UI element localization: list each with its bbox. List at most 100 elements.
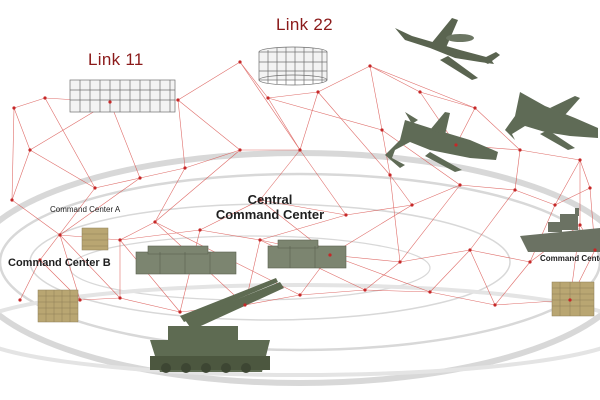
network-link: [199, 199, 261, 231]
network-node: [298, 293, 302, 297]
network-link: [474, 107, 521, 151]
network-link: [177, 99, 186, 169]
network-node: [593, 248, 597, 252]
network-link: [154, 167, 186, 223]
network-node: [238, 148, 242, 152]
network-link: [11, 149, 31, 201]
network-link: [44, 97, 96, 189]
orbit-ring-floor: [0, 283, 600, 377]
network-link: [39, 187, 96, 261]
network-nodes: [10, 60, 597, 314]
network-link: [299, 149, 347, 216]
network-link: [369, 65, 383, 131]
network-link: [177, 61, 241, 101]
network-link: [184, 149, 241, 169]
network-node: [568, 298, 572, 302]
network-link: [429, 249, 471, 293]
network-node: [368, 64, 372, 68]
network-link: [119, 221, 156, 241]
network-link: [199, 229, 261, 241]
network-node: [118, 296, 122, 300]
network-link: [29, 149, 96, 189]
network-link: [239, 61, 301, 151]
network-node: [198, 228, 202, 232]
network-link: [389, 174, 413, 206]
network-link: [59, 177, 141, 236]
network-link: [419, 91, 476, 109]
network-node: [398, 260, 402, 264]
building-icon: [551, 281, 595, 317]
network-node: [493, 303, 497, 307]
network-node: [388, 173, 392, 177]
network-link: [13, 107, 31, 151]
network-link: [381, 129, 461, 186]
network-node: [238, 60, 242, 64]
network-node: [183, 166, 187, 170]
building-icon: [37, 289, 79, 323]
fighter-jet-icon: [385, 112, 498, 172]
network-link: [119, 297, 181, 313]
network-node: [28, 148, 32, 152]
network-node: [258, 198, 262, 202]
network-link: [469, 189, 516, 251]
network-node: [418, 90, 422, 94]
network-link: [364, 261, 401, 291]
network-node: [553, 203, 557, 207]
network-link: [177, 99, 241, 151]
network-link: [381, 129, 391, 176]
command-center-a-label: Command Center A: [50, 205, 121, 214]
network-link: [259, 199, 347, 216]
network-link: [514, 189, 556, 206]
network-node: [38, 258, 42, 262]
network-node: [518, 148, 522, 152]
orbit-ring-mid: [0, 172, 600, 352]
command-center-b-label: Command Center B: [8, 257, 111, 269]
network-link: [299, 289, 366, 296]
network-node: [578, 223, 582, 227]
command-center-label: Command Center: [540, 254, 600, 263]
fighter-jet-icon: [505, 92, 598, 150]
network-link: [267, 97, 301, 151]
network-node: [328, 253, 332, 257]
network-link: [239, 61, 269, 99]
network-node: [316, 90, 320, 94]
network-link: [267, 97, 383, 131]
network-node: [513, 188, 517, 192]
network-link: [389, 174, 401, 263]
network-link: [469, 249, 496, 306]
network-link: [317, 91, 391, 176]
network-link: [399, 184, 461, 263]
network-node: [176, 98, 180, 102]
network-node: [473, 106, 477, 110]
central-label-line1: Central: [247, 192, 293, 207]
network-link: [154, 149, 241, 223]
link-22-antenna-icon: [258, 46, 328, 86]
link-11-label: Link 11: [88, 50, 144, 69]
network-node: [528, 260, 532, 264]
network-link: [529, 204, 556, 263]
network-link: [79, 297, 121, 301]
network-node: [588, 186, 592, 190]
network-link: [11, 107, 15, 201]
central-label-line2: Command Center: [215, 207, 325, 222]
network-link: [369, 65, 476, 109]
network-node: [93, 186, 97, 190]
network-link: [469, 249, 531, 263]
network-link: [259, 149, 301, 201]
network-link: [119, 229, 201, 241]
network-link: [345, 204, 413, 216]
network-link: [59, 234, 121, 299]
network-node: [243, 303, 247, 307]
network-node: [78, 298, 82, 302]
network-node: [298, 148, 302, 152]
network-link: [459, 184, 516, 191]
network-link: [514, 149, 521, 191]
network-node: [344, 213, 348, 217]
network-link: [429, 291, 496, 306]
orbit-rings: [0, 150, 600, 386]
network-node: [138, 176, 142, 180]
link-22-label: Link 22: [276, 15, 333, 34]
tank-icon: [150, 326, 270, 373]
network-node: [10, 198, 14, 202]
